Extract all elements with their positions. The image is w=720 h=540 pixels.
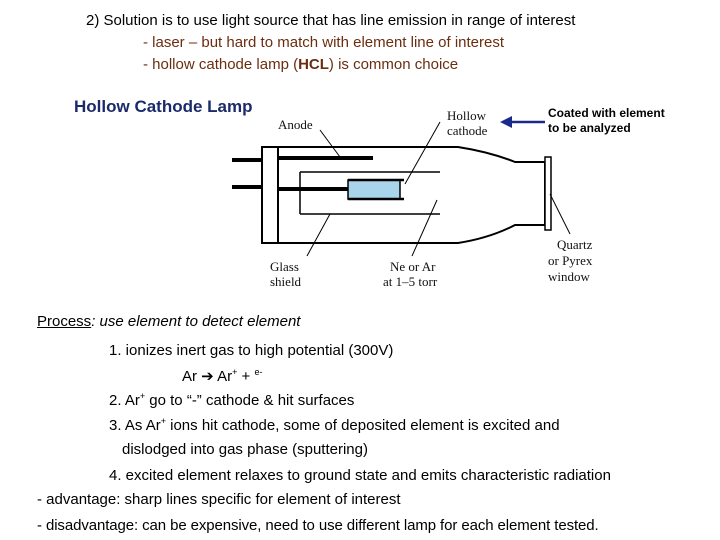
reaction-plus: + — [241, 368, 251, 385]
diagram-title: Hollow Cathode Lamp — [74, 97, 253, 116]
intro-line-2: - laser – but hard to match with element… — [143, 34, 505, 51]
hcl-abbrev: HCL — [298, 56, 329, 73]
hollow-cathode — [347, 179, 401, 200]
intro-line-3-prefix: - hollow cathode lamp ( — [143, 56, 299, 73]
glass-envelope — [278, 146, 546, 244]
reaction-left: Ar — [182, 368, 197, 385]
label-coated-2: to be analyzed — [548, 121, 631, 135]
cathode-leader — [404, 121, 441, 185]
label-shield: shield — [270, 274, 302, 289]
hollow-cathode-lamp-diagram — [232, 116, 571, 257]
label-quartz: Quartz — [557, 237, 593, 252]
intro-line-1: 2) Solution is to use light source that … — [86, 12, 576, 29]
process-step-3-cont: dislodged into gas phase (sputtering) — [122, 441, 368, 458]
label-pressure: at 1–5 torr — [383, 274, 438, 289]
label-pyrex: or Pyrex — [548, 253, 593, 268]
intro-line-3-suffix: ) is common choice — [328, 56, 459, 73]
label-anode: Anode — [278, 117, 313, 132]
disadvantage-line: - disadvantage: can be expensive, need t… — [37, 517, 599, 534]
reaction-right: Ar — [217, 368, 233, 385]
reaction-equation: Ar ➔ Ar+ + e- — [182, 367, 263, 386]
process-step-4: 4. excited element relaxes to ground sta… — [109, 467, 611, 484]
reaction-plus-sup: + — [232, 367, 238, 377]
reaction-electron: e- — [254, 367, 263, 377]
process-step-3: 3. As Ar+ ions hit cathode, some of depo… — [109, 416, 560, 435]
anode-leader — [319, 129, 341, 158]
label-coated-1: Coated with element — [548, 106, 665, 120]
label-gas: Ne or Ar — [390, 259, 436, 274]
process-heading: Process: use element to detect element — [37, 313, 300, 330]
lamp-base — [261, 146, 279, 244]
intro-line-3: - hollow cathode lamp (HCL) is common ch… — [143, 56, 458, 73]
process-step-2: 2. Ar+ go to “-” cathode & hit surfaces — [109, 391, 355, 410]
shield-leader — [306, 213, 331, 257]
label-hollow: Hollow — [447, 108, 486, 123]
arrowhead-icon — [500, 116, 512, 128]
advantage-line: - advantage: sharp lines specific for el… — [37, 491, 401, 508]
label-cathode: cathode — [447, 123, 488, 138]
process-heading-rest: : use element to detect element — [91, 313, 301, 330]
quartz-window — [544, 156, 552, 231]
reaction-arrow-icon: ➔ — [201, 368, 214, 385]
gas-leader — [411, 199, 438, 257]
label-glass: Glass — [270, 259, 299, 274]
process-heading-word: Process — [37, 313, 92, 330]
window-leader — [549, 193, 571, 235]
process-step-1: 1. ionizes inert gas to high potential (… — [109, 342, 394, 359]
label-window: window — [548, 269, 590, 284]
